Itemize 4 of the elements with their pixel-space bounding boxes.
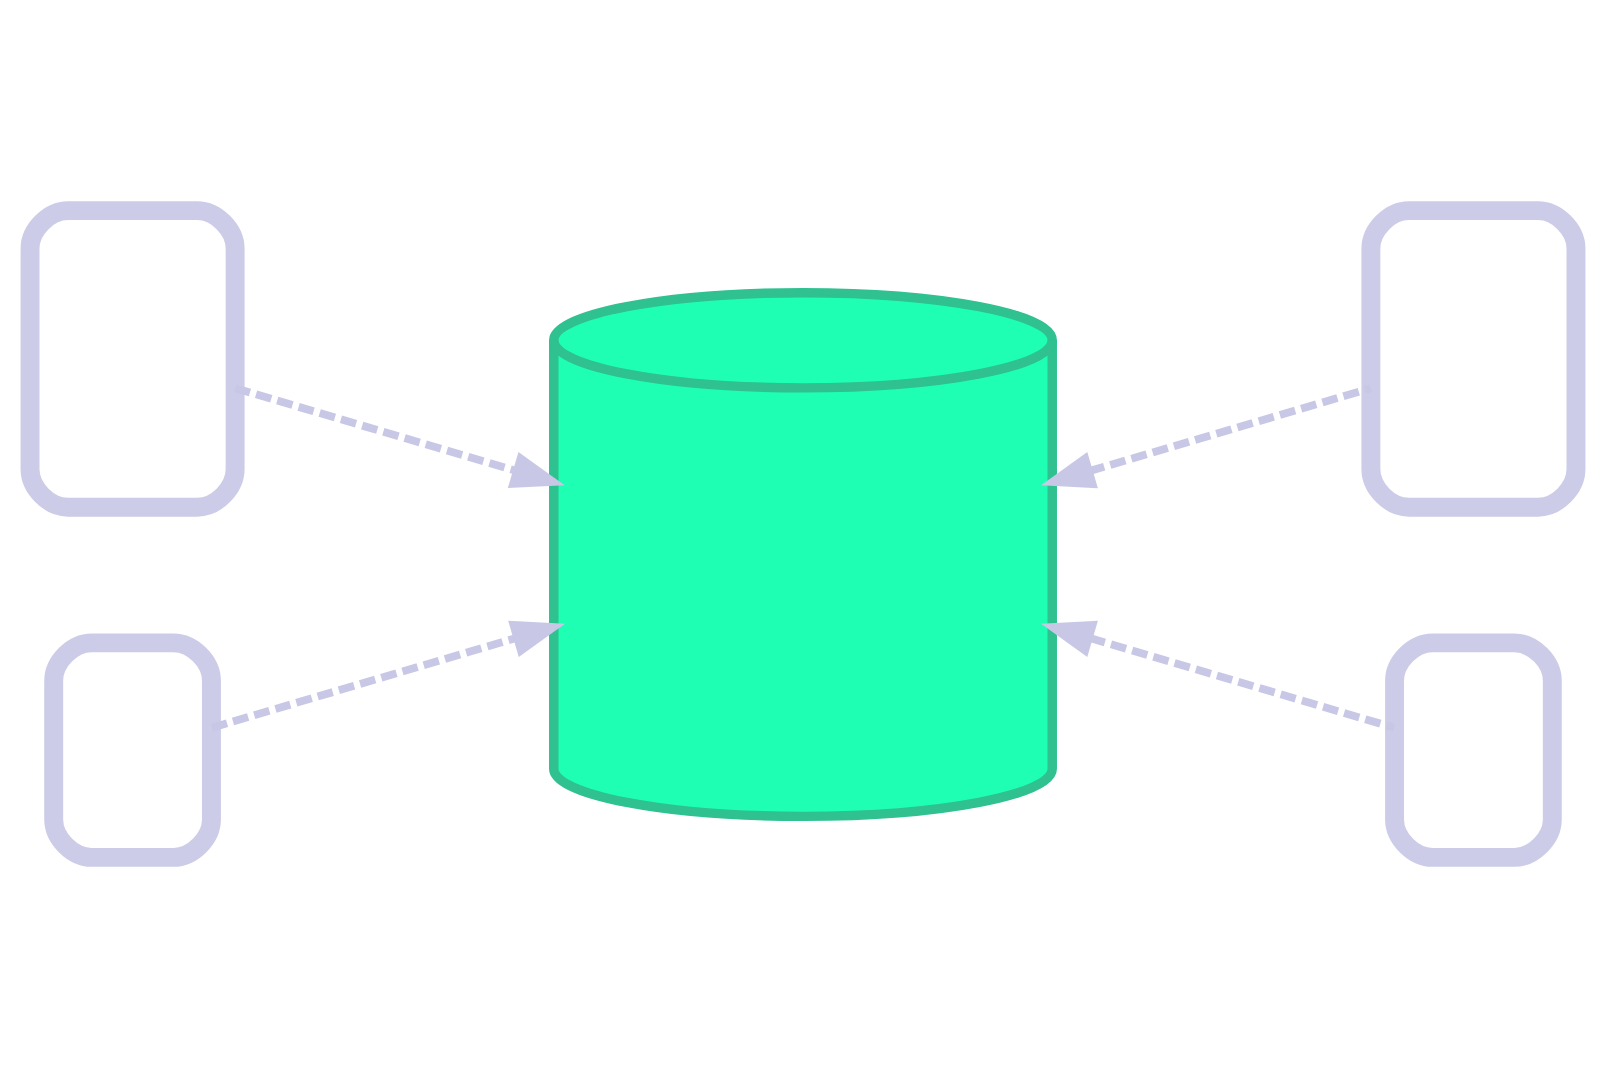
node-phone <box>1385 633 1562 867</box>
node-phone <box>1361 201 1586 517</box>
node-phone <box>44 633 221 867</box>
node-phone <box>20 201 245 517</box>
